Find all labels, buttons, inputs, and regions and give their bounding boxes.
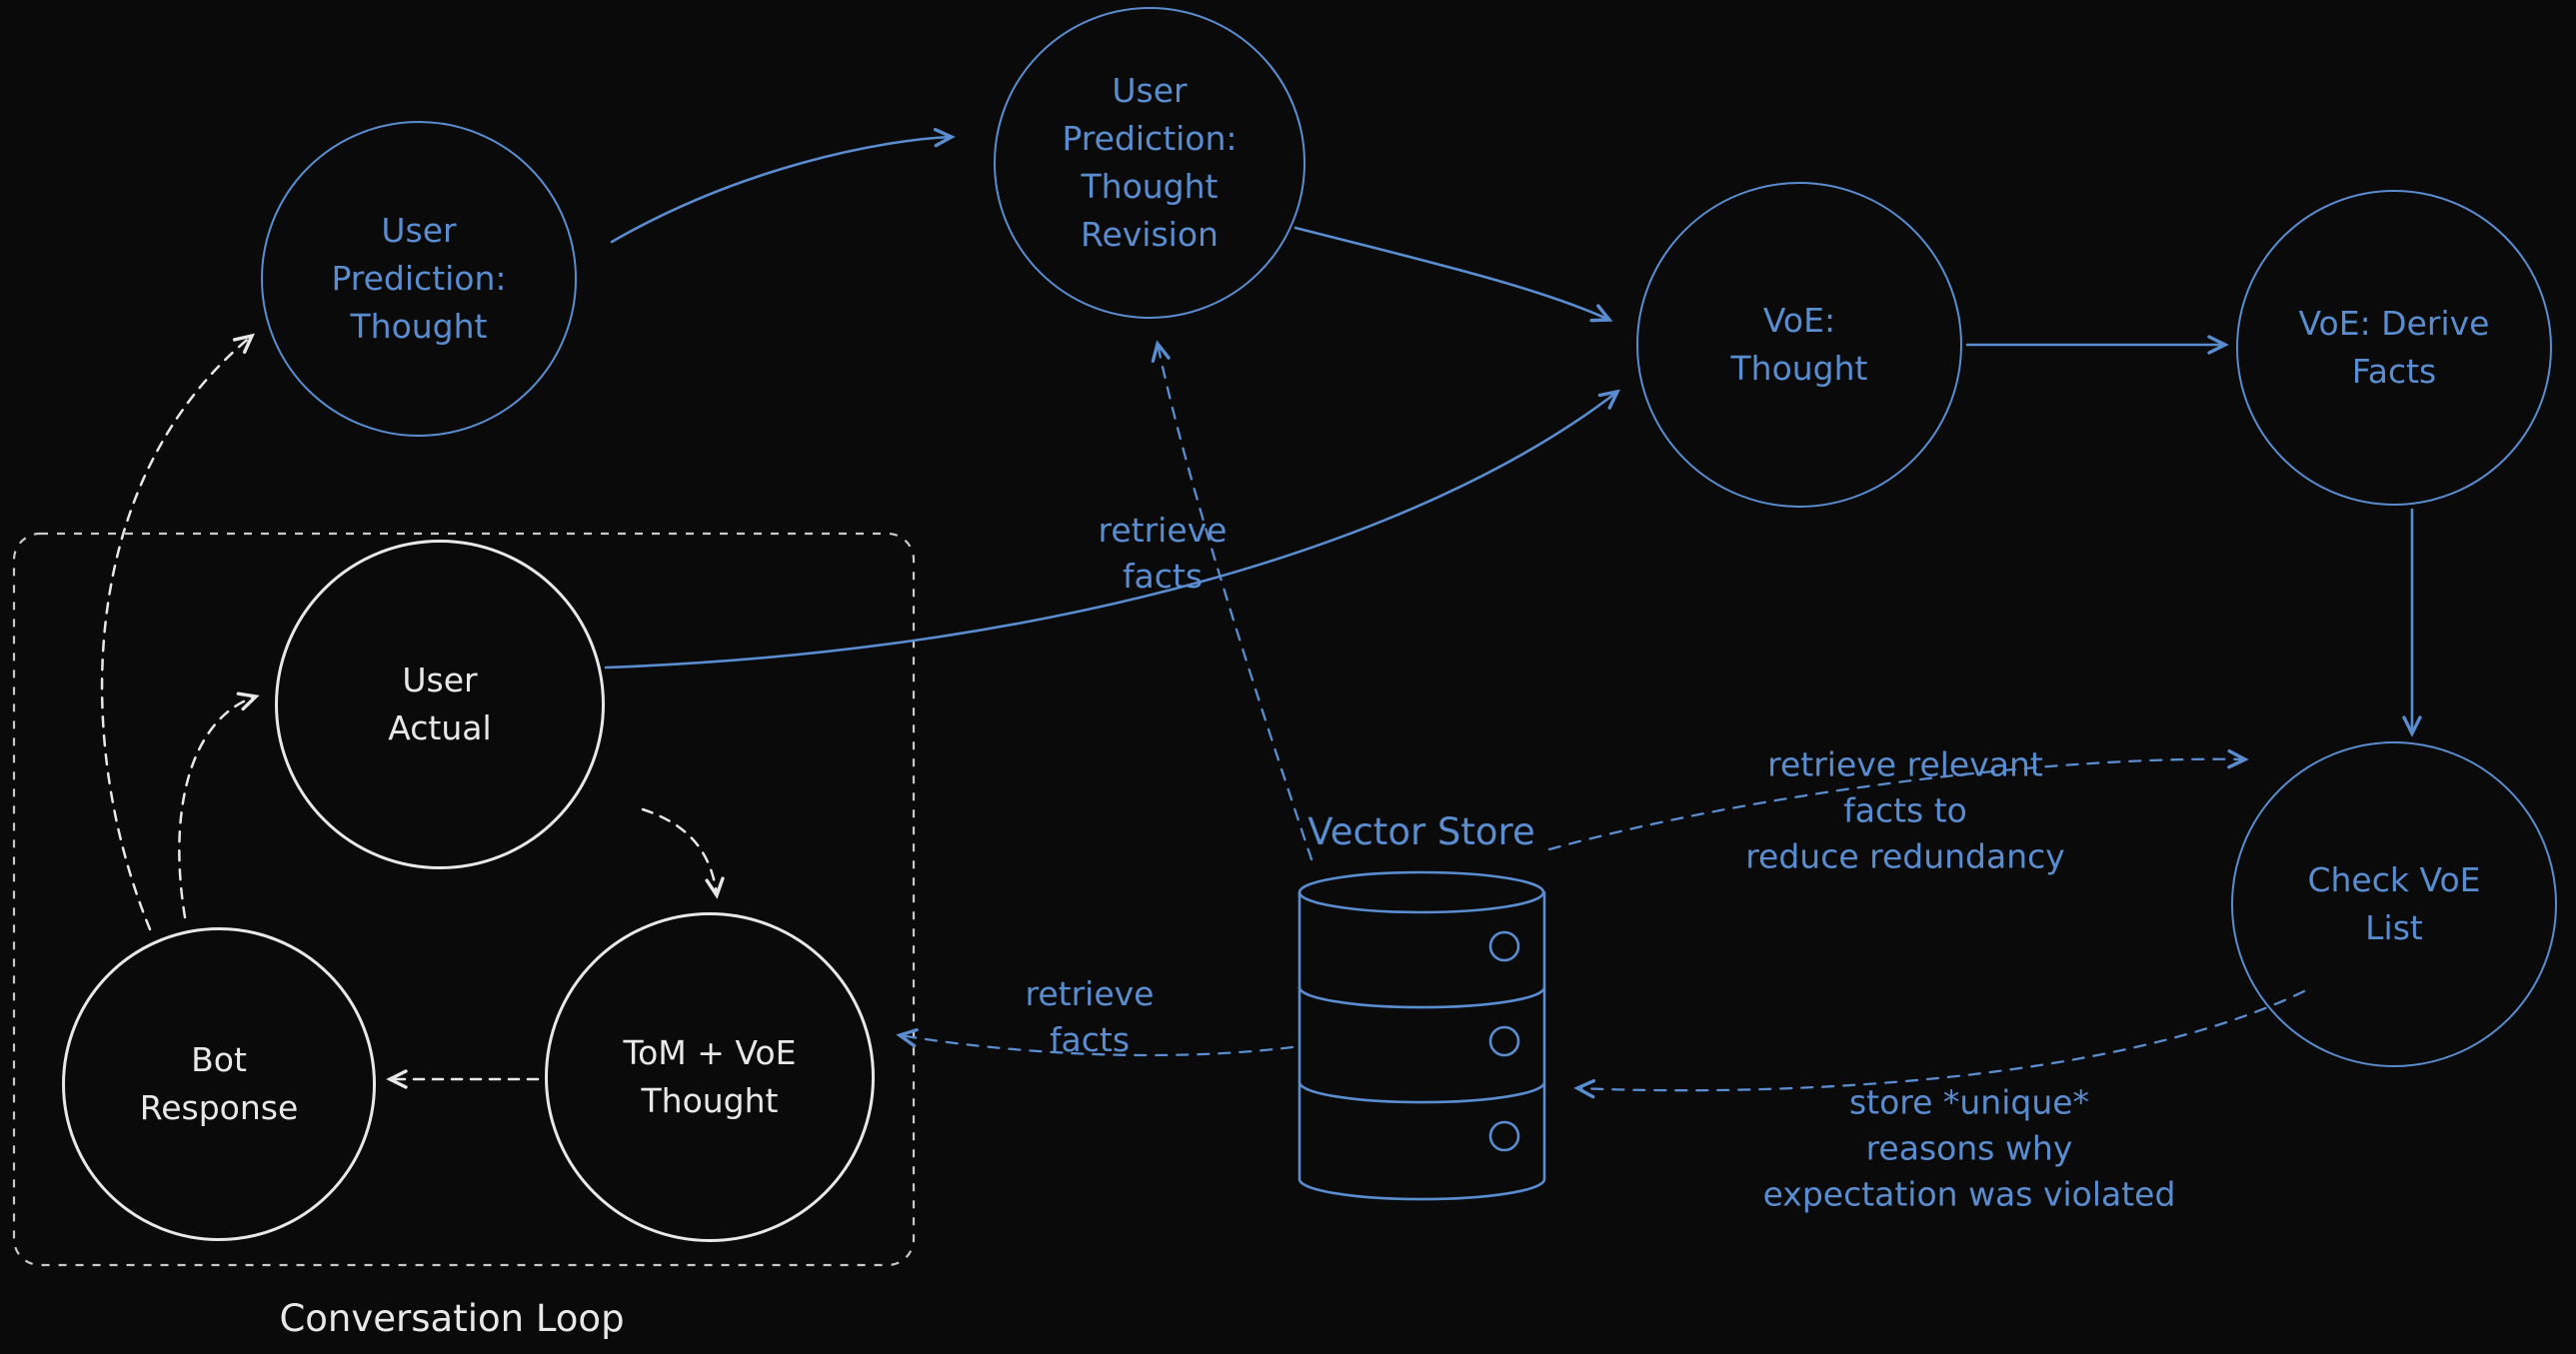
node-tom-voe-thought[interactable]: ToM + VoE Thought <box>545 912 875 1242</box>
conversation-loop-label: Conversation Loop <box>279 1297 625 1341</box>
retrieve-facts-left-label: retrieve facts <box>1025 973 1155 1059</box>
arrow-bot-response-to-prediction <box>100 333 255 931</box>
node-voe-derive-facts[interactable]: VoE: Derive Facts <box>2236 190 2552 506</box>
node-bot-response[interactable]: Bot Response <box>62 927 376 1241</box>
node-tom-voe-thought-label: ToM + VoE Thought <box>623 1033 797 1120</box>
node-check-voe-list-label: Check VoE List <box>2307 860 2481 947</box>
node-user-prediction-thought-label: User Prediction: Thought <box>331 211 507 346</box>
arrow-vector-store-to-check-list <box>1547 748 2249 851</box>
arrow-bot-response-to-user-actual <box>178 691 260 919</box>
arrow-revision-to-voe-thought <box>1293 226 1613 323</box>
arrow-user-actual-to-voe-thought <box>604 389 1621 670</box>
vector-store-icon <box>1297 870 1546 1201</box>
arrow-vector-store-to-tom-thought <box>896 1027 1294 1057</box>
arrow-check-list-to-vector-store <box>1573 989 2306 1099</box>
node-user-actual-label: User Actual <box>388 661 492 747</box>
node-user-prediction-thought[interactable]: User Prediction: Thought <box>261 121 577 437</box>
retrieve-facts-top-label: retrieve facts <box>1098 510 1228 596</box>
node-user-prediction-thought-revision-label: User Prediction: Thought Revision <box>1062 71 1238 254</box>
node-bot-response-label: Bot Response <box>139 1040 299 1127</box>
node-voe-thought-label: VoE: Thought <box>1730 301 1868 388</box>
arrow-prediction-to-revision <box>610 127 956 244</box>
store-unique-reasons-label: store *unique* reasons why expectation w… <box>1762 1082 2176 1215</box>
node-user-prediction-thought-revision[interactable]: User Prediction: Thought Revision <box>994 7 1305 319</box>
node-voe-thought[interactable]: VoE: Thought <box>1636 182 1962 508</box>
node-check-voe-list[interactable]: Check VoE List <box>2231 741 2557 1067</box>
arrow-user-actual-to-tom-thought <box>641 807 725 899</box>
arrow-vector-store-to-revision <box>1151 340 1313 861</box>
vector-store-label: Vector Store <box>1307 810 1535 854</box>
node-user-actual[interactable]: User Actual <box>275 540 605 869</box>
retrieve-relevant-facts-label: retrieve relevant facts to reduce redund… <box>1745 744 2065 877</box>
node-voe-derive-facts-label: VoE: Derive Facts <box>2298 304 2490 391</box>
conversation-loop-box <box>12 532 916 1267</box>
